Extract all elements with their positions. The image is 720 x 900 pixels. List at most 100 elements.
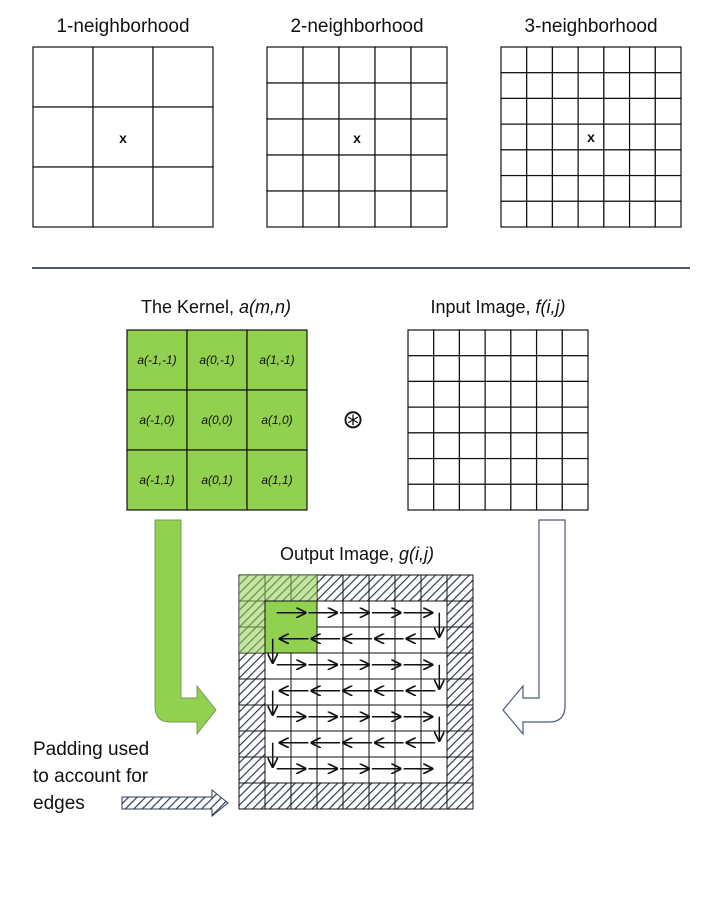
neighborhood-1-cell xyxy=(92,166,154,228)
input-image-cell xyxy=(510,457,538,485)
neighborhood-3-cell xyxy=(526,149,554,177)
output-image-cell xyxy=(316,626,344,654)
input-image-cell xyxy=(433,380,461,408)
neighborhood-3-cell xyxy=(654,123,682,151)
neighborhood-3-center-marker: x xyxy=(587,129,595,145)
neighborhood-3-cell xyxy=(628,72,656,100)
output-image-cell xyxy=(420,600,448,628)
kernel-cell xyxy=(246,389,308,451)
neighborhood-3-cell xyxy=(603,149,631,177)
neighborhood-3-cell xyxy=(577,46,605,74)
kernel-grid: a(-1,-1)a(0,-1)a(1,-1)a(-1,0)a(0,0)a(1,0… xyxy=(126,329,308,511)
padding-note-line-2: to account for xyxy=(33,766,149,787)
output-image-cell xyxy=(290,730,318,758)
output-image-cell xyxy=(368,678,396,706)
output-image-cell xyxy=(264,678,292,706)
input-image-cell xyxy=(535,355,563,383)
neighborhood-3-cell xyxy=(526,97,554,125)
neighborhood-1: 1-neighborhood x xyxy=(32,16,214,228)
input-image-cell xyxy=(561,406,589,434)
neighborhood-3-cell xyxy=(551,123,579,151)
input-image-cell xyxy=(433,355,461,383)
neighborhood-3-cell xyxy=(603,72,631,100)
neighborhood-2-cell xyxy=(338,118,376,156)
kernel-cell-label: a(0,0) xyxy=(201,413,232,427)
input-image-cell xyxy=(458,380,486,408)
neighborhood-3-cell xyxy=(577,149,605,177)
input-image-cell xyxy=(535,329,563,357)
output-image-cell xyxy=(394,756,422,784)
padding-cell xyxy=(446,678,474,706)
padding-cell xyxy=(446,574,474,602)
input-image-cell xyxy=(561,355,589,383)
neighborhood-3-cell xyxy=(603,46,631,74)
neighborhood-2-cell xyxy=(266,154,304,192)
input-image-cell xyxy=(535,406,563,434)
input-image-title: Input Image, f(i,j) xyxy=(430,297,565,317)
input-image-cell xyxy=(510,406,538,434)
neighborhood-1-cell xyxy=(32,46,94,108)
neighborhood-3-cell xyxy=(551,149,579,177)
neighborhood-3-cell xyxy=(500,72,528,100)
output-image-cell xyxy=(290,652,318,680)
input-image-title-symbol: f(i,j) xyxy=(536,297,566,317)
neighborhood-2-cell xyxy=(410,46,448,84)
neighborhood-2-center-marker: x xyxy=(353,130,361,146)
kernel-cell-label: a(1,0) xyxy=(261,413,292,427)
output-image-cell xyxy=(342,600,370,628)
neighborhood-3-cell xyxy=(526,123,554,151)
neighborhood-2-cell xyxy=(374,118,412,156)
output-image-cell xyxy=(420,626,448,654)
output-image-cell xyxy=(420,678,448,706)
input-image-grid xyxy=(407,329,589,511)
neighborhood-2-cell xyxy=(410,154,448,192)
output-image-cell xyxy=(342,704,370,732)
input-image-cell xyxy=(484,457,512,485)
neighborhood-2-cell xyxy=(302,118,340,156)
kernel-cell xyxy=(246,449,308,511)
input-image-title-prefix: Input Image, xyxy=(430,297,535,317)
input-image-cell xyxy=(407,406,435,434)
input-image-cell xyxy=(484,432,512,460)
scan-path-arrows xyxy=(273,613,440,769)
input-image-cell xyxy=(458,457,486,485)
kernel-cell-label: a(1,-1) xyxy=(259,353,294,367)
neighborhood-3-cell xyxy=(628,174,656,202)
output-image-cell xyxy=(264,730,292,758)
neighborhood-3-label: 3-neighborhood xyxy=(524,16,657,37)
padding-cell xyxy=(342,782,370,810)
output-image-cell xyxy=(316,756,344,784)
kernel-window-center xyxy=(264,600,318,654)
padding-cell xyxy=(446,704,474,732)
neighborhood-2-cell xyxy=(374,82,412,120)
neighborhood-3-cell xyxy=(603,97,631,125)
padding-note-line-1: Padding used xyxy=(33,739,149,760)
input-image-cell xyxy=(510,483,538,511)
kernel-cell-label: a(-1,1) xyxy=(139,473,174,487)
kernel-cell-label: a(0,-1) xyxy=(199,353,234,367)
padding-cell xyxy=(446,600,474,628)
neighborhood-2-cell xyxy=(338,82,376,120)
neighborhood-3-cell xyxy=(654,200,682,228)
kernel-cell-label: a(-1,-1) xyxy=(137,353,176,367)
neighborhood-3: 3-neighborhood x xyxy=(500,16,682,228)
output-image-cell xyxy=(368,626,396,654)
padding-cell xyxy=(446,782,474,810)
output-image-cell xyxy=(342,652,370,680)
kernel-title-prefix: The Kernel, xyxy=(141,297,239,317)
neighborhood-2-cell xyxy=(410,118,448,156)
output-image-cell xyxy=(264,704,292,732)
output-image-cell xyxy=(342,756,370,784)
neighborhood-2-cell xyxy=(302,154,340,192)
neighborhood-2-cell xyxy=(302,46,340,84)
output-image-cell xyxy=(420,730,448,758)
neighborhood-2-cell xyxy=(302,82,340,120)
input-image-cell xyxy=(458,432,486,460)
neighborhood-3-grid xyxy=(500,46,682,228)
padding-cell xyxy=(446,730,474,758)
neighborhood-3-cell xyxy=(500,200,528,228)
neighborhood-1-label: 1-neighborhood xyxy=(56,16,189,37)
output-image-cell xyxy=(420,756,448,784)
neighborhood-2-cell xyxy=(302,190,340,228)
neighborhood-2-cell xyxy=(374,154,412,192)
